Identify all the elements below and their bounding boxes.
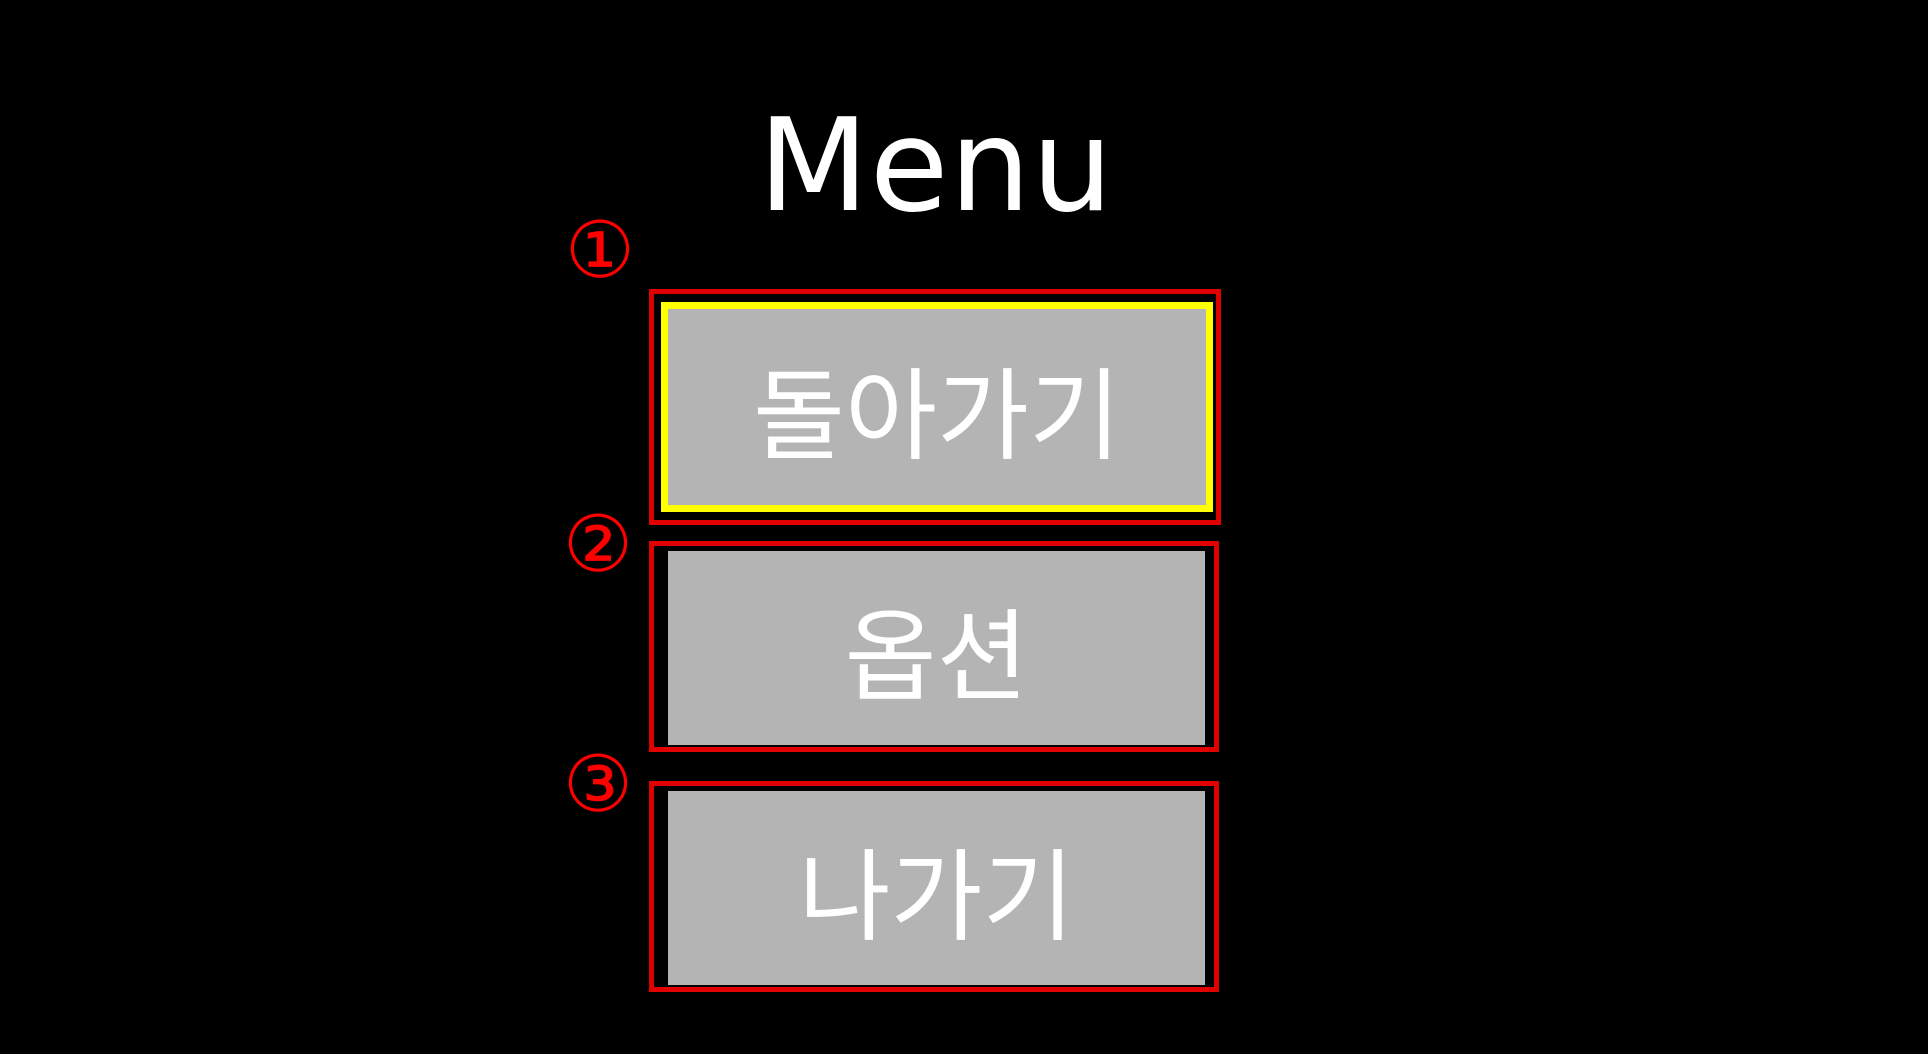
return-button-label: 돌아가기 [753,357,1121,475]
menu-title: Menu [758,92,1114,241]
annotation-marker-1: ① [565,206,635,296]
annotation-outline-1 [649,289,1221,525]
annotation-marker-2: ② [563,500,633,590]
options-button-label: 옵션 [844,598,1029,716]
exit-button-label: 나가기 [798,838,1075,956]
annotation-outline-2 [649,541,1219,752]
exit-button[interactable]: 나가기 [668,791,1205,985]
return-button[interactable]: 돌아가기 [661,302,1213,512]
annotation-marker-3: ③ [563,740,633,830]
options-button[interactable]: 옵션 [668,551,1205,745]
annotation-outline-3 [649,781,1219,992]
